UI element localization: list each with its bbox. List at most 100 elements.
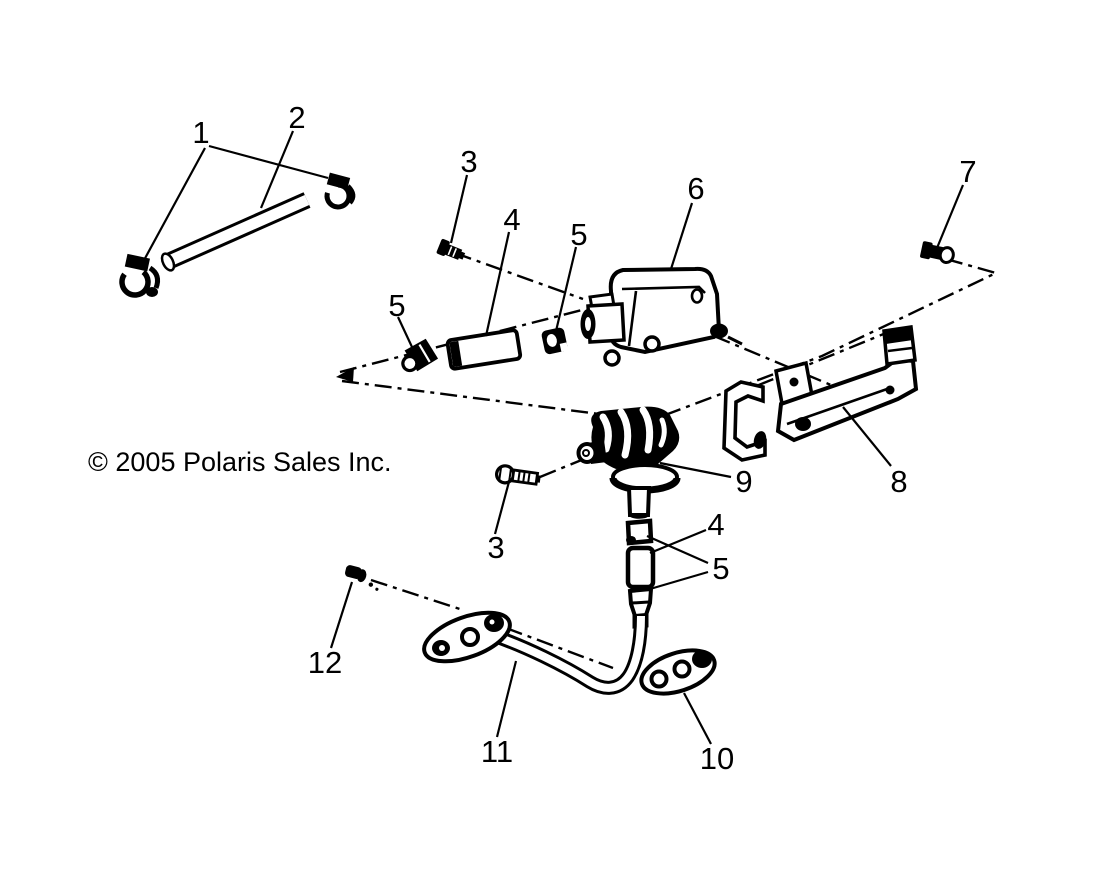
clamp-housing — [326, 172, 351, 190]
hose-body — [445, 328, 523, 371]
leader-1a — [142, 147, 206, 263]
part-fitting-upper-left — [401, 338, 439, 373]
leader-12 — [329, 581, 354, 649]
leader-5-lower-b — [649, 570, 709, 591]
canister-port-bore — [585, 317, 591, 331]
callout-1-label: 1 — [192, 115, 209, 150]
bracket-tab-right-band — [884, 327, 913, 344]
axis-line-bolt-lower — [539, 457, 585, 479]
leader-5-mid — [554, 246, 578, 332]
part-pipe-flange — [639, 648, 717, 696]
clamp-tail — [346, 184, 356, 205]
axis-line-bracket-b — [726, 331, 887, 400]
valve-highlight — [599, 413, 612, 453]
axis-line-bolt-upper — [454, 251, 584, 301]
leader-6 — [669, 202, 694, 270]
part-fitting-upper-mid — [541, 327, 569, 355]
leader-3-lower — [493, 477, 512, 535]
callout-6-label: 6 — [687, 171, 704, 206]
part-clamp-left — [119, 253, 160, 298]
bracket-tab-hole — [789, 377, 799, 387]
leader-4-lower — [649, 528, 707, 555]
valve-port-bore — [582, 449, 590, 457]
leader-10 — [683, 692, 712, 745]
part-hose-lower — [625, 545, 656, 590]
tube-bore — [164, 194, 310, 268]
bolt-thread — [522, 471, 526, 483]
bolt-tip — [535, 475, 541, 483]
flange-bolt-center — [439, 645, 445, 651]
bracket-rail-boss — [795, 417, 811, 431]
bolt-tip — [457, 251, 466, 260]
bolt-shank — [444, 244, 463, 260]
fitting-groove — [631, 600, 650, 605]
canister-body — [608, 266, 722, 355]
callout-2-label: 2 — [288, 100, 305, 135]
flange-bolt — [692, 650, 712, 668]
callout-5-left-label: 5 — [388, 288, 405, 323]
copyright-notice: © 2005 Polaris Sales Inc. — [88, 447, 392, 477]
leader-4-upper — [484, 231, 511, 337]
callout-labels: 1 2 3 4 5 5 6 7 8 9 3 4 5 12 11 10 — [192, 100, 976, 776]
flange-hole — [649, 669, 669, 689]
part-valve-assembly — [576, 406, 681, 519]
axis-line-pipe — [505, 626, 614, 670]
fitting-port — [401, 354, 419, 373]
canister-foot-ring — [643, 335, 661, 353]
callout-4-lower-label: 4 — [707, 507, 724, 542]
leader-5-lower-a — [646, 534, 709, 565]
bolt-shank-end — [938, 246, 955, 265]
callout-9-label: 9 — [735, 464, 752, 499]
fitting-shadow — [626, 536, 636, 544]
flange-bolt-center — [489, 619, 495, 625]
fitting-groove — [418, 343, 431, 363]
leader-5-left — [397, 316, 413, 348]
leader-11 — [495, 660, 518, 738]
callout-8-label: 8 — [890, 464, 907, 499]
callout-3-lower-label: 3 — [487, 530, 504, 565]
part-bolt-upper — [436, 238, 466, 260]
clamp-housing — [124, 253, 150, 272]
part-fitting-lower-top — [625, 518, 654, 546]
valve-highlight — [617, 408, 632, 459]
part-canister — [580, 266, 743, 367]
part-plug-screw — [344, 565, 379, 591]
leader-1b — [208, 144, 329, 180]
flange-hole — [460, 627, 480, 647]
fitting-notch — [559, 342, 569, 352]
plug-tip — [357, 569, 367, 583]
axis-line-fittings — [339, 307, 587, 374]
bolt-head — [436, 238, 450, 256]
valve-highlight — [639, 406, 654, 454]
callout-10-label: 10 — [700, 741, 734, 776]
part-bolt-right — [920, 241, 955, 265]
callout-7-label: 7 — [959, 154, 976, 189]
callout-11-label: 11 — [481, 734, 513, 769]
bolt-thread — [527, 472, 531, 483]
axis-arrowhead — [336, 367, 354, 382]
leader-2 — [259, 130, 295, 209]
part-hose-upper — [445, 328, 523, 371]
leader-9 — [659, 461, 732, 479]
canister-face-edge — [627, 290, 638, 347]
plug-dash — [375, 587, 379, 591]
clamp-tail — [148, 265, 160, 289]
tube-end-cap — [160, 252, 176, 272]
callout-5-mid-label: 5 — [570, 217, 587, 252]
valve-neck-end — [629, 513, 649, 519]
bracket-rail-hole — [885, 385, 895, 395]
bolt-head-facet — [498, 467, 502, 480]
valve-body — [591, 406, 680, 469]
leader-8 — [842, 406, 892, 467]
bolt-thread — [447, 246, 453, 256]
bolt-thread — [517, 471, 521, 482]
plug-dash — [368, 582, 374, 587]
valve-neck — [626, 486, 652, 517]
valve-port — [576, 442, 598, 464]
leader-lines — [142, 130, 965, 745]
part-fuel-line-tube — [160, 192, 311, 272]
bracket-foot — [753, 431, 767, 449]
flange-hole — [672, 659, 692, 679]
